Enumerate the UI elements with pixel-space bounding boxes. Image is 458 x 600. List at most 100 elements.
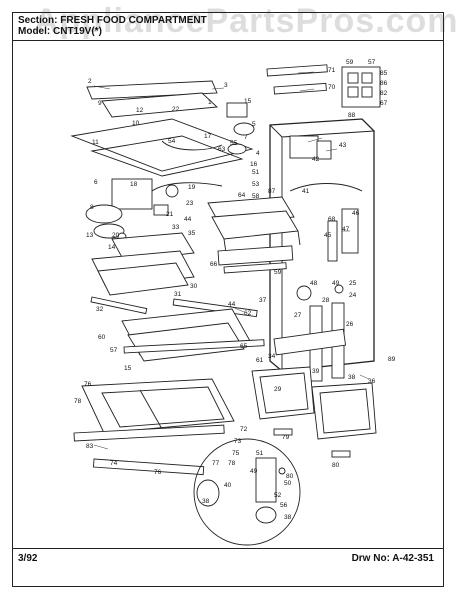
callout-4: 4: [256, 150, 260, 157]
callout-36: 36: [368, 378, 376, 385]
middle-left-shelf: [90, 232, 195, 315]
callout-10: 10: [132, 120, 140, 127]
revision-date: 3/92: [18, 553, 38, 564]
callout-88: 88: [348, 112, 356, 119]
callout-78b: 78: [228, 460, 236, 467]
upper-shelf: [207, 196, 301, 274]
callout-37: 37: [259, 297, 267, 304]
drawing-number: Drw No: A-42-351: [351, 553, 434, 564]
fan-motor-assembly: [85, 178, 223, 242]
callout-38: 38: [348, 374, 356, 381]
callout-29: 29: [274, 386, 282, 393]
callout-46: 46: [352, 210, 360, 217]
callout-45: 45: [324, 232, 332, 239]
callout-49: 49: [332, 280, 340, 287]
callout-2: 2: [88, 78, 92, 85]
drawing-frame: [12, 12, 444, 587]
top-right-trims: [266, 64, 381, 108]
callout-83: 83: [86, 443, 94, 450]
callout-80b: 80: [286, 473, 294, 480]
callout-35: 35: [188, 230, 196, 237]
callout-59b: 59: [346, 59, 354, 66]
callout-21: 21: [166, 211, 174, 218]
callout-89: 89: [388, 356, 396, 363]
callout-48: 48: [310, 280, 318, 287]
callout-76b: 76: [154, 469, 162, 476]
callout-6: 6: [94, 179, 98, 186]
callout-58: 58: [252, 193, 260, 200]
callout-44: 44: [184, 216, 192, 223]
callout-33: 33: [172, 224, 180, 231]
callout-39: 39: [312, 368, 320, 375]
callout-59: 59: [274, 269, 282, 276]
callout-16: 16: [250, 161, 258, 168]
callout-26: 26: [346, 321, 354, 328]
callout-22: 22: [172, 106, 180, 113]
callout-64: 64: [238, 192, 246, 199]
callout-51b: 51: [256, 450, 264, 457]
callout-14: 14: [108, 244, 116, 251]
section-value: FRESH FOOD COMPARTMENT: [60, 15, 207, 26]
callout-80: 80: [332, 462, 340, 469]
callout-57: 57: [110, 347, 118, 354]
callout-3: 3: [224, 82, 228, 89]
callout-44b: 44: [228, 301, 236, 308]
callout-75: 75: [232, 450, 240, 457]
section-label: Section:: [18, 15, 58, 26]
callout-79: 79: [282, 434, 290, 441]
callout-30: 30: [190, 283, 198, 290]
control-housing: [70, 80, 255, 177]
callout-63: 63: [218, 146, 226, 153]
callout-54: 54: [168, 138, 176, 145]
callout-51: 51: [252, 169, 260, 176]
callout-78: 78: [74, 398, 82, 405]
callout-18: 18: [130, 181, 138, 188]
callout-41: 41: [302, 188, 310, 195]
hinge-detail-inset: [193, 438, 301, 546]
callout-72: 72: [240, 426, 248, 433]
callout-76: 76: [84, 381, 92, 388]
callout-42: 42: [312, 156, 320, 163]
lower-shelf: [121, 298, 265, 362]
section-header: Section: FRESH FOOD COMPARTMENT: [18, 15, 207, 26]
callout-52: 52: [274, 492, 282, 499]
callout-55: 55: [230, 140, 238, 147]
callout-61: 61: [256, 357, 264, 364]
callout-60: 60: [98, 334, 106, 341]
callout-50: 50: [284, 480, 292, 487]
callout-77: 77: [212, 460, 220, 467]
callout-28: 28: [322, 297, 330, 304]
callout-86: 86: [380, 80, 388, 87]
callout-74: 74: [110, 460, 118, 467]
model-header: Model: CNT19V(*): [18, 26, 102, 37]
callout-9: 9: [98, 100, 102, 107]
callout-17: 17: [204, 133, 212, 140]
callout-82: 82: [380, 90, 388, 97]
callout-47: 47: [342, 226, 350, 233]
callout-25: 25: [349, 280, 357, 287]
callout-15b: 15: [124, 365, 132, 372]
callout-68: 68: [328, 216, 336, 223]
callout-34: 34: [268, 353, 276, 360]
callout-leaders: [93, 71, 370, 450]
header-rule: [12, 40, 444, 41]
callout-71: 71: [328, 67, 336, 74]
callout-65: 65: [240, 343, 248, 350]
deli-tray: [73, 378, 235, 476]
callout-8: 8: [90, 204, 94, 211]
callout-67: 67: [380, 100, 388, 107]
footer-rule: [12, 548, 444, 549]
callout-87: 87: [268, 188, 276, 195]
callout-38c: 38: [284, 514, 292, 521]
callout-70: 70: [328, 84, 336, 91]
callout-40: 40: [224, 482, 232, 489]
callout-labels: 2 3 9 1 22 15 12 10 5 7 11 17 54 55 63 4…: [74, 59, 396, 521]
callout-27: 27: [294, 312, 302, 319]
callout-7: 7: [244, 134, 248, 141]
callout-11: 11: [92, 139, 99, 146]
callout-53: 53: [252, 181, 260, 188]
callout-49b: 49: [250, 468, 258, 475]
exploded-parts-diagram: 2 3 9 1 22 15 12 10 5 7 11 17 54 55 63 4…: [70, 59, 396, 546]
callout-43: 43: [339, 142, 347, 149]
callout-66: 66: [210, 261, 218, 268]
